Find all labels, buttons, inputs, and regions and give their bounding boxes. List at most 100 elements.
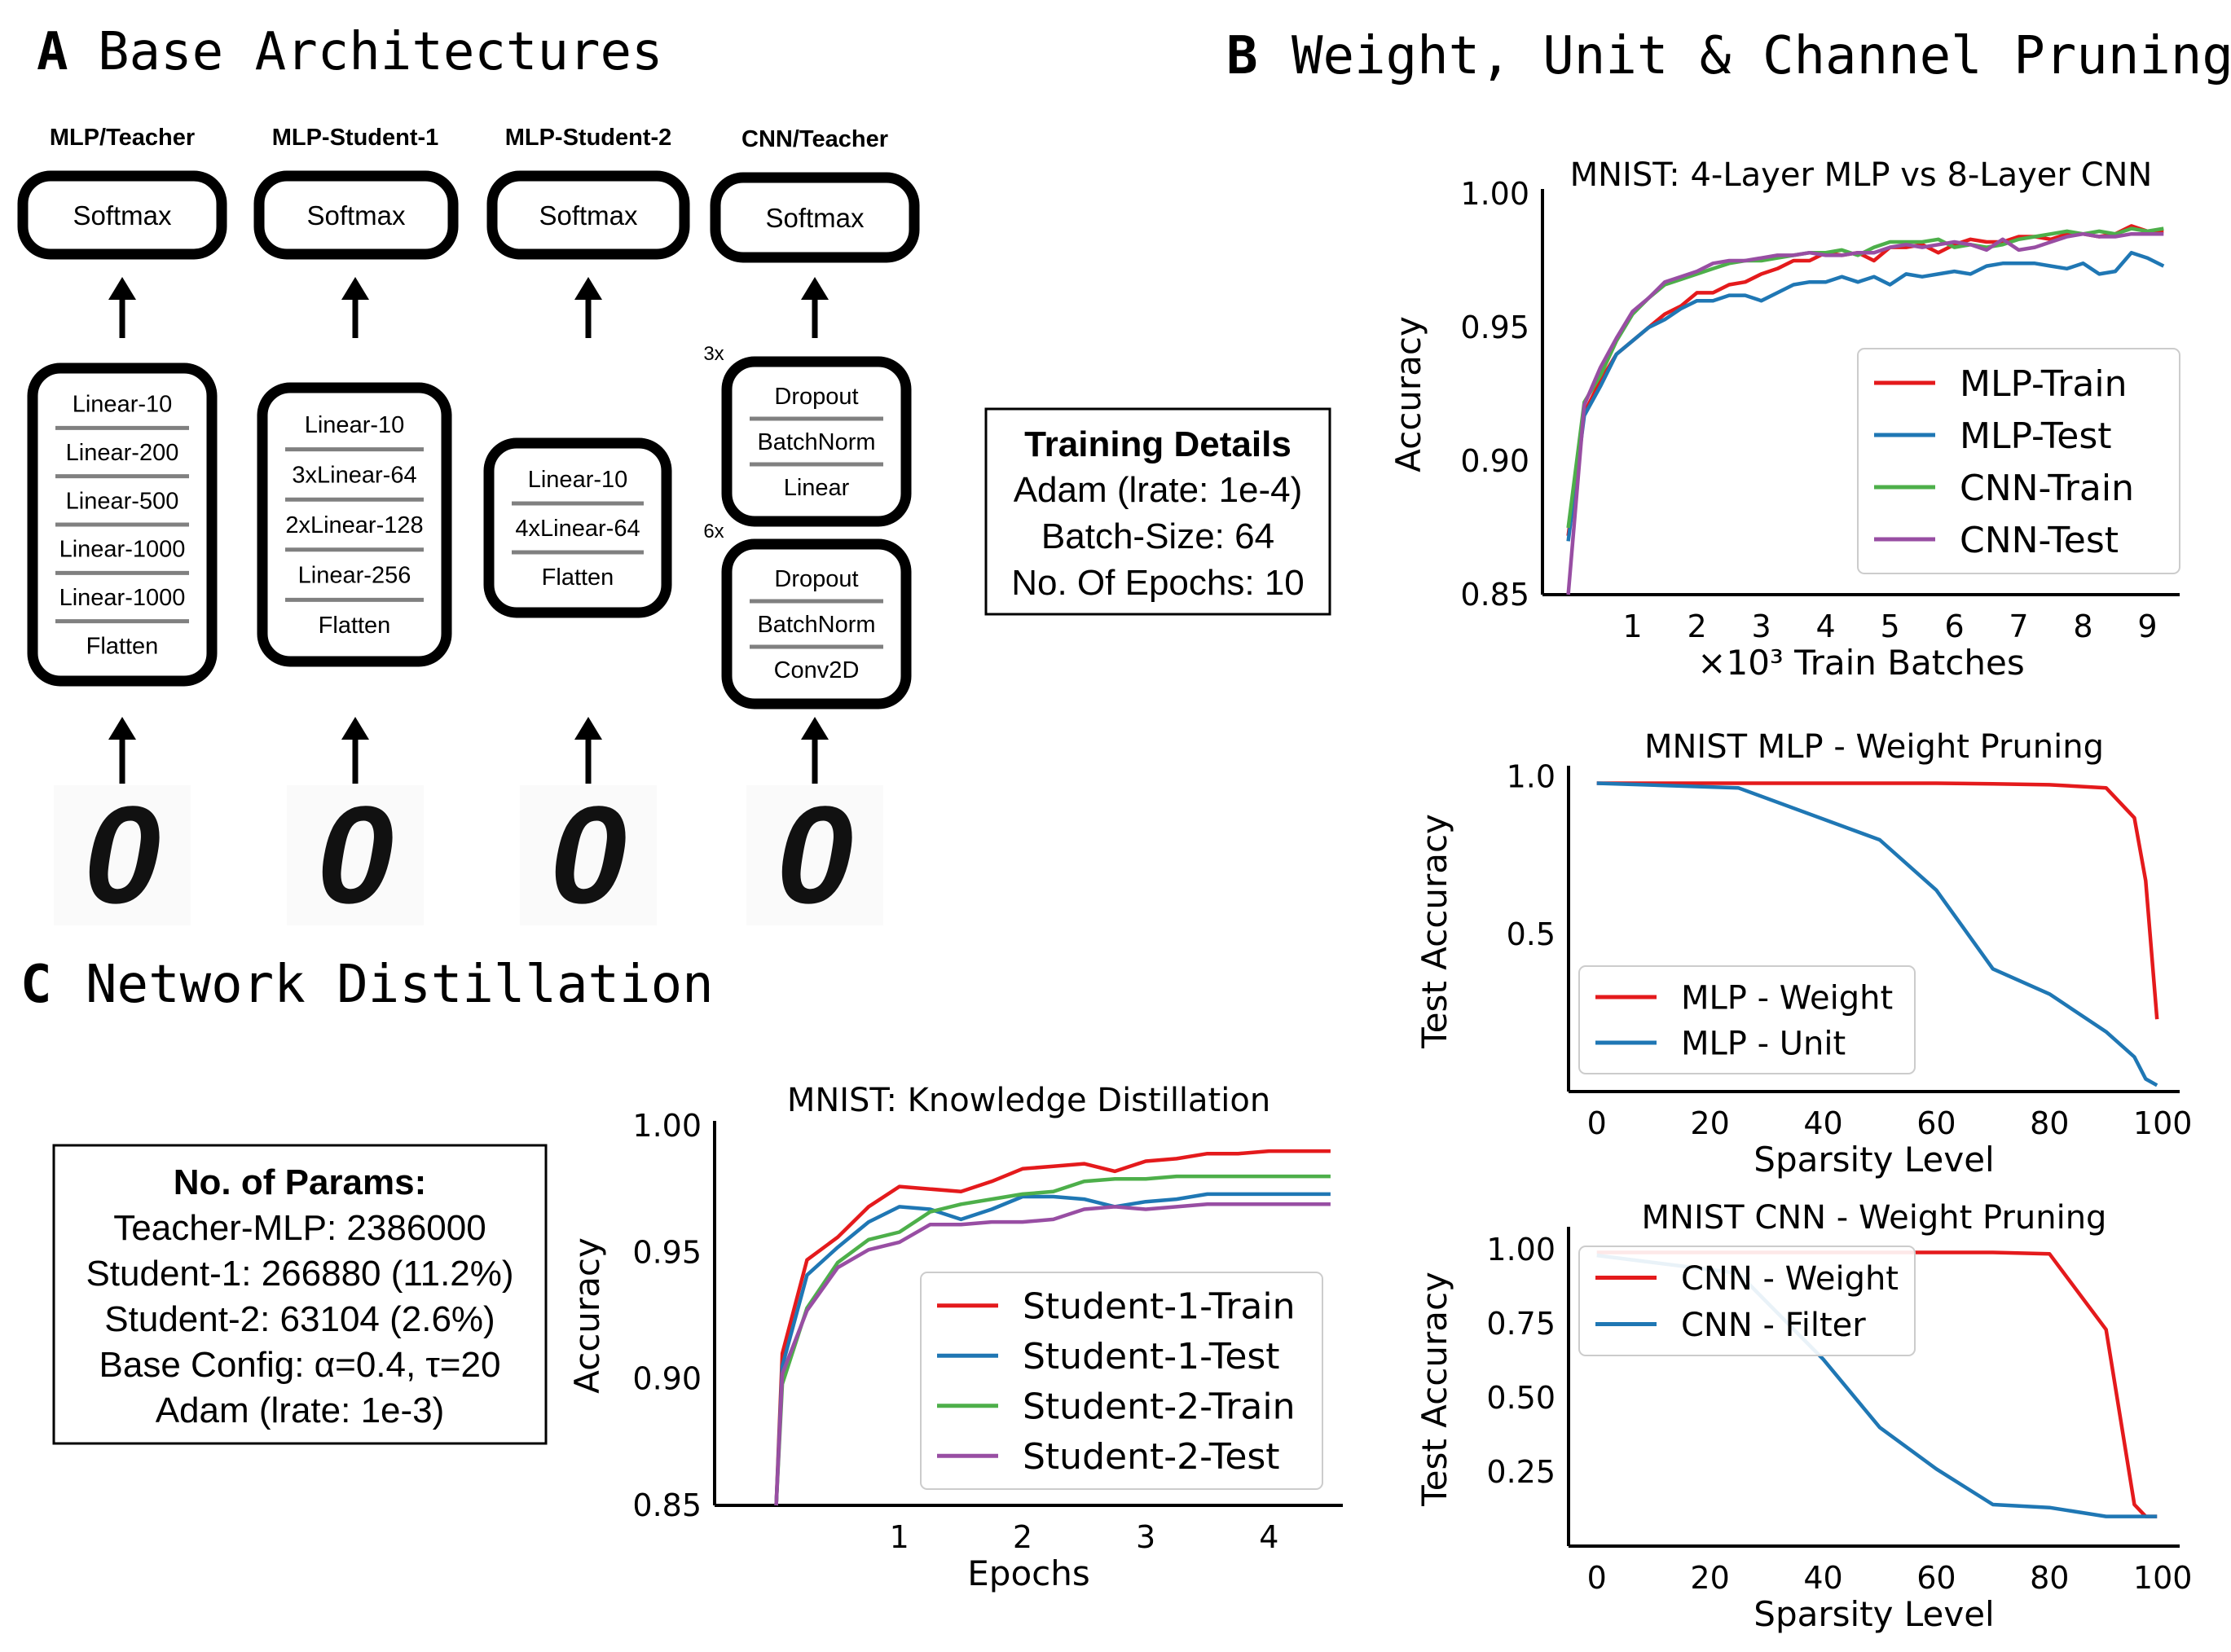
x-tick-label: 0 (1587, 1560, 1607, 1596)
y-tick-label: 0.95 (1460, 310, 1529, 345)
input-digit-image: 0 (746, 778, 883, 933)
series-line-mlp-weight (1596, 781, 2159, 1020)
digit-glyph: 0 (84, 778, 161, 933)
x-axis-label: Sparsity Level (1754, 1594, 1994, 1634)
cnn-block-conv (721, 538, 912, 710)
legend-label: MLP-Test (1960, 415, 2112, 457)
cnn-block1-layer-label: Linear (784, 475, 850, 501)
digit-glyph: 0 (317, 778, 394, 933)
training-details-box: Training Details Adam (lrate: 1e-4) Batc… (984, 407, 1331, 616)
x-tick-label: 20 (1690, 1105, 1729, 1141)
cnn-block-linear (721, 356, 912, 527)
mlp-layer-label: Flatten (542, 565, 614, 591)
cnn-block1-layer-label: BatchNorm (757, 429, 875, 455)
legend-label: MLP-Train (1960, 363, 2127, 405)
legend-label: Student-2-Test (1023, 1436, 1280, 1478)
arrow-head (108, 717, 136, 740)
x-tick-label: 100 (2133, 1105, 2193, 1141)
mlp-layer-label: Linear-10 (305, 412, 405, 438)
arrow-head (341, 277, 369, 300)
panel-a-heading: A Base Architectures (37, 22, 663, 82)
legend-frame (1578, 965, 1916, 1074)
x-tick-label: 4 (1815, 609, 1835, 644)
legend-label: Student-1-Test (1023, 1336, 1280, 1377)
series-line-mlp-unit (1596, 781, 2158, 1087)
y-tick-label: 0.90 (632, 1361, 702, 1397)
training-details-line: No. Of Epochs: 10 (1011, 563, 1305, 603)
training-details-line: Batch-Size: 64 (1041, 516, 1274, 556)
x-tick-label: 5 (1880, 609, 1899, 644)
digit-background (54, 785, 191, 925)
y-tick-label: 0.85 (1460, 577, 1529, 613)
cnn-block2-layer-label: BatchNorm (757, 612, 875, 638)
panel-b-heading: B Weight, Unit & Channel Pruning (1226, 26, 2231, 86)
architecture-name: MLP/Teacher (50, 125, 195, 151)
softmax-label: Softmax (539, 200, 638, 231)
y-tick-label: 1.00 (632, 1108, 702, 1144)
softmax-label: Softmax (765, 203, 865, 233)
x-tick-label: 8 (2073, 609, 2092, 644)
panel-c-heading: C Network Distillation (20, 955, 714, 1015)
legend-label: Student-2-Train (1023, 1386, 1296, 1428)
x-tick-label: 9 (2137, 609, 2157, 644)
chart-title: MNIST CNN - Weight Pruning (1642, 1199, 2107, 1237)
digit-background (520, 785, 657, 925)
x-tick-label: 2 (1013, 1519, 1032, 1555)
panel-a-letter: A (37, 22, 68, 82)
legend-frame (920, 1272, 1323, 1490)
series-line-mlp-train (1566, 224, 2164, 537)
params-line: Student-2: 63104 (2.6%) (104, 1299, 495, 1339)
digit-glyph: 0 (777, 778, 854, 933)
arrow-head (801, 717, 829, 740)
x-tick-label: 40 (1803, 1560, 1842, 1596)
params-line: Teacher-MLP: 2386000 (113, 1208, 486, 1248)
params-box: No. of Params: Teacher-MLP: 2386000 Stud… (52, 1144, 548, 1445)
input-digit-image: 0 (520, 778, 657, 933)
y-tick-label: 1.00 (1486, 1232, 1556, 1268)
architecture-diagrams: MLP/TeacherSoftmaxLinear-10Linear-200Lin… (17, 125, 920, 933)
legend-label: CNN-Test (1960, 520, 2119, 561)
y-tick-label: 0.95 (632, 1234, 702, 1270)
arrow-head (574, 277, 602, 300)
x-tick-label: 60 (1916, 1560, 1956, 1596)
series-line-student-1-train (774, 1149, 1331, 1506)
chart-title: MNIST MLP - Weight Pruning (1644, 728, 2104, 766)
panel-b-letter: B (1226, 26, 1258, 86)
layer-stack-box (257, 382, 452, 667)
cnn-block2-layer-label: Conv2D (774, 657, 860, 683)
mlp-layer-label: Linear-1000 (59, 537, 186, 563)
x-axis-label: Epochs (967, 1553, 1090, 1593)
softmax-box (253, 170, 459, 260)
x-axis-label: ×10³ Train Batches (1697, 643, 2024, 683)
y-tick-label: 1.00 (1460, 176, 1529, 212)
panel-b-title: Weight, Unit & Channel Pruning (1292, 26, 2231, 86)
y-tick-label: 0.50 (1486, 1380, 1556, 1416)
mlp-layer-label: 4xLinear-64 (515, 516, 640, 542)
y-tick-label: 0.85 (632, 1487, 702, 1523)
legend-frame (1578, 1246, 1916, 1356)
mlp-layer-label: 3xLinear-64 (292, 462, 416, 488)
softmax-label: Softmax (73, 200, 172, 231)
layer-stack-box (483, 437, 672, 618)
series-line-student-2-train (774, 1174, 1331, 1506)
architecture-name: CNN/Teacher (741, 126, 888, 152)
x-tick-label: 6 (1944, 609, 1964, 644)
legend-label: Student-1-Train (1023, 1286, 1296, 1328)
x-tick-label: 20 (1690, 1560, 1729, 1596)
x-tick-label: 80 (2030, 1105, 2069, 1141)
input-digit-image: 0 (54, 778, 191, 933)
y-axis-label: Test Accuracy (1415, 1272, 1454, 1507)
input-digit-image: 0 (287, 778, 424, 933)
x-tick-label: 40 (1803, 1105, 1842, 1141)
architecture-name: MLP-Student-2 (505, 125, 672, 151)
legend-label: CNN-Train (1960, 468, 2134, 509)
y-tick-label: 0.75 (1486, 1306, 1556, 1342)
softmax-box (17, 170, 227, 260)
